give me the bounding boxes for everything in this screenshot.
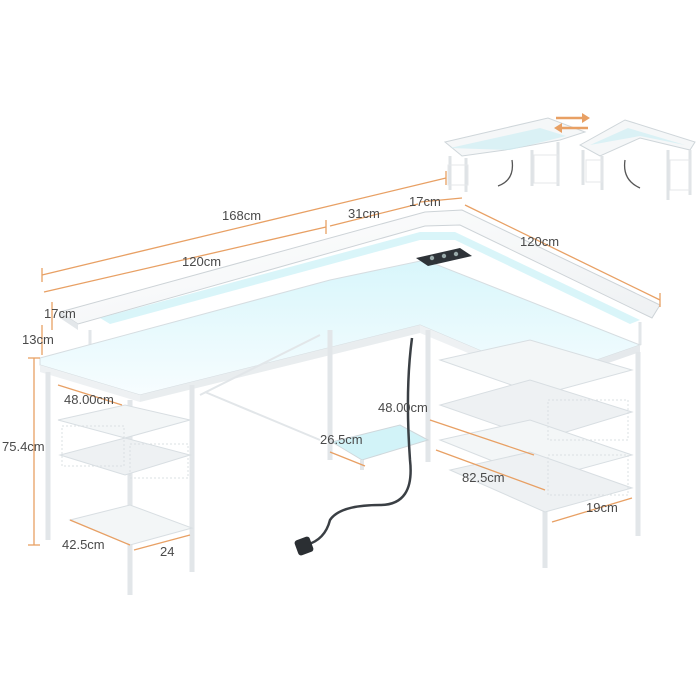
power-cable [294, 337, 414, 556]
reversible-thumbnail-left [443, 117, 587, 192]
dim-monitor-gap: 31cm [348, 206, 380, 221]
dim-shelf-height: 13cm [22, 332, 54, 347]
power-outlet [416, 248, 472, 266]
reversible-thumbnail-right [578, 119, 696, 200]
dim-shelf-depth-top: 17cm [409, 194, 441, 209]
dim-desk-height: 75.4cm [2, 439, 45, 454]
dim-shelf-depth-right: 19cm [586, 500, 618, 515]
reversible-swap-icon [554, 113, 590, 133]
right-storage-shelves [438, 339, 634, 513]
dim-bottom-depth-left: 24 [160, 544, 174, 559]
dim-total-length: 168cm [222, 208, 261, 223]
dim-shelf-width-left: 48.00cm [64, 392, 114, 407]
dim-main-length: 120cm [182, 254, 221, 269]
dim-side-run: 82.5cm [462, 470, 505, 485]
left-storage-shelves [57, 404, 194, 546]
dim-bottom-width-left: 42.5cm [62, 537, 105, 552]
dimension-lines [28, 171, 661, 551]
dim-side-length: 120cm [520, 234, 559, 249]
dim-shelf-width-right: 48.00cm [378, 400, 428, 415]
dim-shelf-depth-left: 17cm [44, 306, 76, 321]
dim-cpu-stand-depth: 26.5cm [320, 432, 363, 447]
